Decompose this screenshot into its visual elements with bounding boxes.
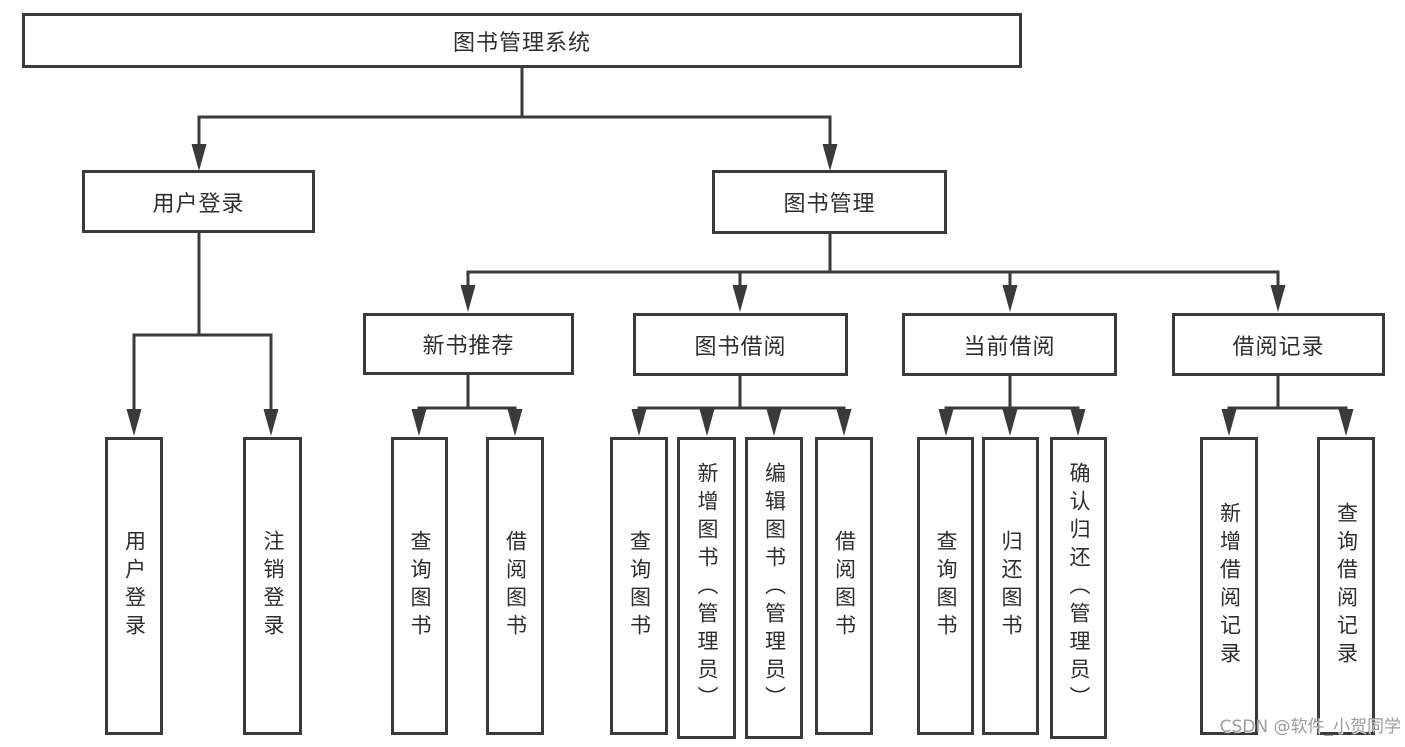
connector-borrow-records [1221, 376, 1354, 436]
node-label: 借阅图书 [503, 530, 528, 642]
node-label: 查询借阅记录 [1334, 502, 1359, 670]
connector-book-mgmt [460, 234, 1286, 312]
node-label: 确认归还（管理员） [1067, 462, 1091, 714]
connector-user-login [126, 233, 279, 436]
node-label: 借阅记录 [1232, 334, 1325, 360]
node-new-book-recommend: 新书推荐 [363, 313, 574, 375]
node-label: 用户登录 [122, 530, 147, 642]
node-label: 用户登录 [152, 191, 245, 217]
node-label: 图书管理 [783, 192, 876, 217]
node-label: 编辑图书（管理员） [762, 462, 787, 714]
node-book-borrow: 图书借阅 [633, 313, 848, 376]
leaf-query-book-1: 查询图书 [391, 437, 448, 735]
node-label: 查询图书 [408, 530, 432, 642]
node-current-borrow: 当前借阅 [902, 313, 1117, 376]
connector-book-borrow [631, 376, 852, 436]
node-label: 当前借阅 [963, 334, 1056, 360]
node-borrow-records: 借阅记录 [1172, 313, 1385, 376]
connector-root [191, 68, 838, 171]
node-label: 新增借阅记录 [1217, 502, 1242, 670]
leaf-add-book-admin: 新增图书（管理员） [677, 437, 736, 739]
leaf-borrow-book-1: 借阅图书 [486, 437, 544, 735]
node-label: 图书借阅 [694, 334, 787, 360]
node-label: 归还图书 [999, 530, 1023, 642]
connector-new-book [411, 375, 523, 436]
node-library-system: 图书管理系统 [22, 13, 1022, 68]
leaf-query-book-2: 查询图书 [610, 437, 668, 735]
node-label: 借阅图书 [832, 530, 857, 642]
leaf-query-borrow-record: 查询借阅记录 [1317, 437, 1375, 735]
node-label: 新增图书（管理员） [695, 462, 719, 714]
connector-current-borrow [938, 376, 1086, 436]
node-label: 图书管理系统 [452, 30, 591, 56]
leaf-borrow-book-2: 借阅图书 [815, 437, 873, 735]
node-label: 注销登录 [261, 530, 285, 642]
node-label: 查询图书 [934, 530, 958, 642]
leaf-edit-book-admin: 编辑图书（管理员） [745, 437, 803, 739]
csdn-watermark: CSDN @软件_小贺同学 [1219, 717, 1401, 737]
leaf-user-login: 用户登录 [105, 437, 163, 735]
leaf-confirm-return-admin: 确认归还（管理员） [1050, 437, 1107, 739]
node-label: 查询图书 [627, 530, 652, 642]
leaf-add-borrow-record: 新增借阅记录 [1200, 437, 1258, 735]
node-book-management: 图书管理 [712, 170, 947, 234]
node-label: 新书推荐 [422, 334, 515, 359]
leaf-logout: 注销登录 [243, 437, 302, 735]
leaf-query-book-3: 查询图书 [917, 437, 974, 735]
node-user-login: 用户登录 [82, 170, 315, 233]
leaf-return-book: 归还图书 [982, 437, 1039, 735]
